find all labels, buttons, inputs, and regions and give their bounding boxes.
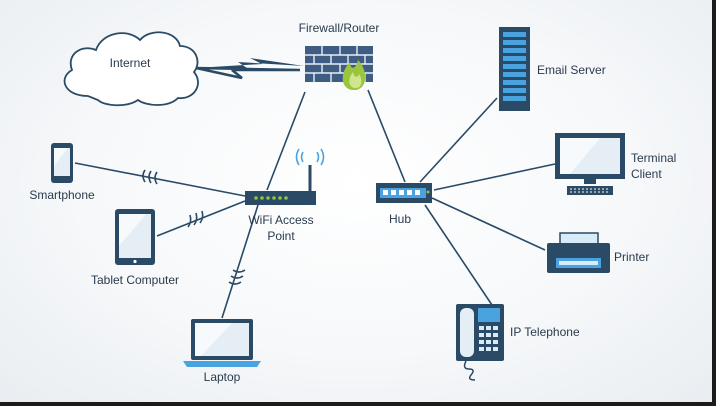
link-smartphone-wifi <box>74 162 246 197</box>
link-hub-terminal <box>433 163 556 191</box>
printer-icon <box>547 232 610 273</box>
keyboard-icon <box>567 186 613 195</box>
smartphone-label: Smartphone <box>29 188 95 202</box>
terminal-label-line1: Terminal <box>631 151 676 165</box>
lightning-icon <box>195 58 304 70</box>
wifi-label-line2: Point <box>267 229 295 243</box>
wifi-label-line1: WiFi Access <box>248 213 313 227</box>
link-hub-printer <box>431 197 546 251</box>
laptop-icon <box>183 319 261 367</box>
connections <box>74 89 556 319</box>
wireless-signal-icon <box>142 169 158 185</box>
internet-label: Internet <box>110 56 151 70</box>
hub-label: Hub <box>389 212 411 226</box>
laptop-label: Laptop <box>204 370 241 384</box>
router-icon <box>245 148 325 205</box>
firewall-icon <box>305 46 373 90</box>
link-firewall-hub <box>367 89 406 183</box>
link-hub-telephone <box>424 204 493 306</box>
link-hub-email <box>419 97 498 183</box>
link-firewall-wifi <box>266 91 306 191</box>
printer-label: Printer <box>614 250 649 264</box>
link-tablet-wifi <box>156 200 246 237</box>
email-server-label: Email Server <box>537 63 606 77</box>
lightning-icon <box>195 66 301 80</box>
ip-telephone-label: IP Telephone <box>510 325 580 339</box>
firewall-label: Firewall/Router <box>299 21 380 35</box>
telephone-icon <box>456 304 504 381</box>
wireless-signal-icon <box>187 210 204 228</box>
wireless-signal-icon <box>228 269 246 285</box>
link-laptop-wifi <box>221 204 259 319</box>
cloud-icon <box>63 31 199 107</box>
tablet-icon <box>115 209 155 265</box>
monitor-icon <box>555 133 625 184</box>
terminal-label-line2: Client <box>631 167 662 181</box>
server-icon <box>499 27 530 111</box>
smartphone-icon <box>51 143 73 183</box>
hub-icon <box>376 183 432 203</box>
tablet-label: Tablet Computer <box>91 273 179 287</box>
